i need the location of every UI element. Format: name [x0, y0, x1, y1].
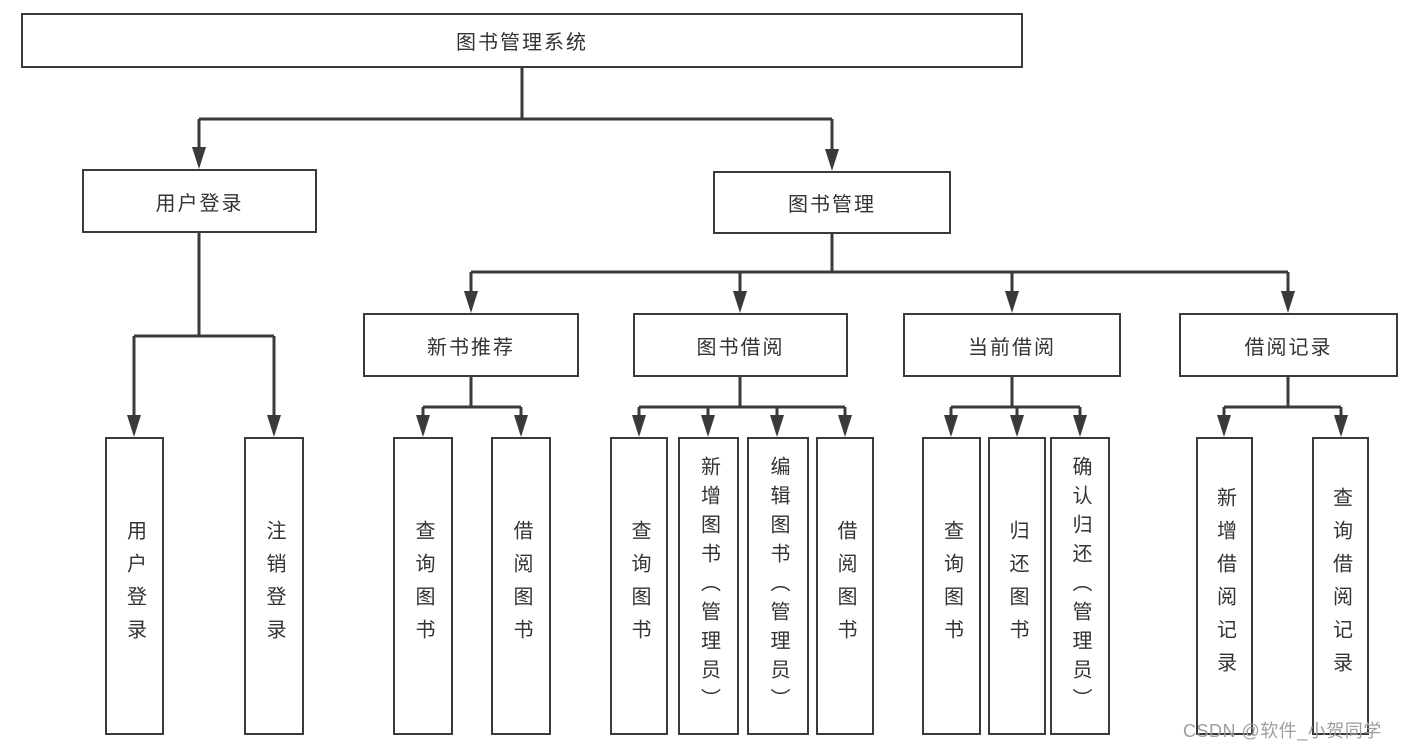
system-root-label: 图书管理系统 — [456, 32, 588, 54]
leaf-confirm-return-admin-label: 确认归还（管理员） — [1069, 455, 1091, 717]
user-login-label: 用户登录 — [155, 192, 244, 215]
book-borrow-label: 图书借阅 — [696, 336, 785, 359]
leaf-return-book: 归还图书 — [988, 437, 1046, 735]
leaf-user-login-label: 用户登录 — [123, 520, 146, 652]
leaf-borrow-book-recommend: 借阅图书 — [491, 437, 551, 735]
book-management-label: 图书管理 — [788, 194, 876, 216]
leaf-query-book-borrow-label: 查询图书 — [628, 520, 650, 652]
box-system-root: 图书管理系统 — [21, 13, 1023, 68]
leaf-user-login: 用户登录 — [105, 437, 164, 735]
box-borrow-records: 借阅记录 — [1179, 313, 1398, 377]
leaf-query-book-current-label: 查询图书 — [940, 520, 963, 652]
leaf-edit-book-admin: 编辑图书（管理员） — [747, 437, 809, 735]
leaf-query-book-recommend-label: 查询图书 — [412, 520, 434, 652]
leaf-add-book-admin-label: 新增图书（管理员） — [697, 455, 720, 717]
leaf-query-borrow-record-label: 查询借阅记录 — [1329, 487, 1352, 685]
leaf-add-book-admin: 新增图书（管理员） — [678, 437, 739, 735]
box-book-borrow: 图书借阅 — [633, 313, 848, 377]
leaf-logout-label: 注销登录 — [263, 520, 285, 652]
leaf-add-borrow-record: 新增借阅记录 — [1196, 437, 1253, 735]
leaf-return-book-label: 归还图书 — [1006, 520, 1028, 652]
leaf-confirm-return-admin: 确认归还（管理员） — [1050, 437, 1110, 735]
leaf-logout: 注销登录 — [244, 437, 304, 735]
leaf-query-book-recommend: 查询图书 — [393, 437, 453, 735]
box-current-borrow: 当前借阅 — [903, 313, 1121, 377]
leaf-borrow-book: 借阅图书 — [816, 437, 874, 735]
borrow-records-label: 借阅记录 — [1244, 336, 1333, 359]
new-book-recommend-label: 新书推荐 — [427, 336, 515, 359]
box-book-management: 图书管理 — [713, 171, 951, 234]
leaf-edit-book-admin-label: 编辑图书（管理员） — [767, 455, 789, 717]
leaf-borrow-book-recommend-label: 借阅图书 — [510, 520, 532, 652]
leaf-query-book-borrow: 查询图书 — [610, 437, 668, 735]
leaf-borrow-book-label: 借阅图书 — [834, 520, 856, 652]
leaf-query-borrow-record: 查询借阅记录 — [1312, 437, 1369, 735]
csdn-watermark: CSDN @软件_小贺同学 — [1183, 721, 1382, 741]
leaf-add-borrow-record-label: 新增借阅记录 — [1213, 487, 1236, 685]
leaf-query-book-current: 查询图书 — [922, 437, 981, 735]
current-borrow-label: 当前借阅 — [968, 336, 1056, 359]
box-new-book-recommend: 新书推荐 — [363, 313, 579, 377]
box-user-login: 用户登录 — [82, 169, 317, 233]
